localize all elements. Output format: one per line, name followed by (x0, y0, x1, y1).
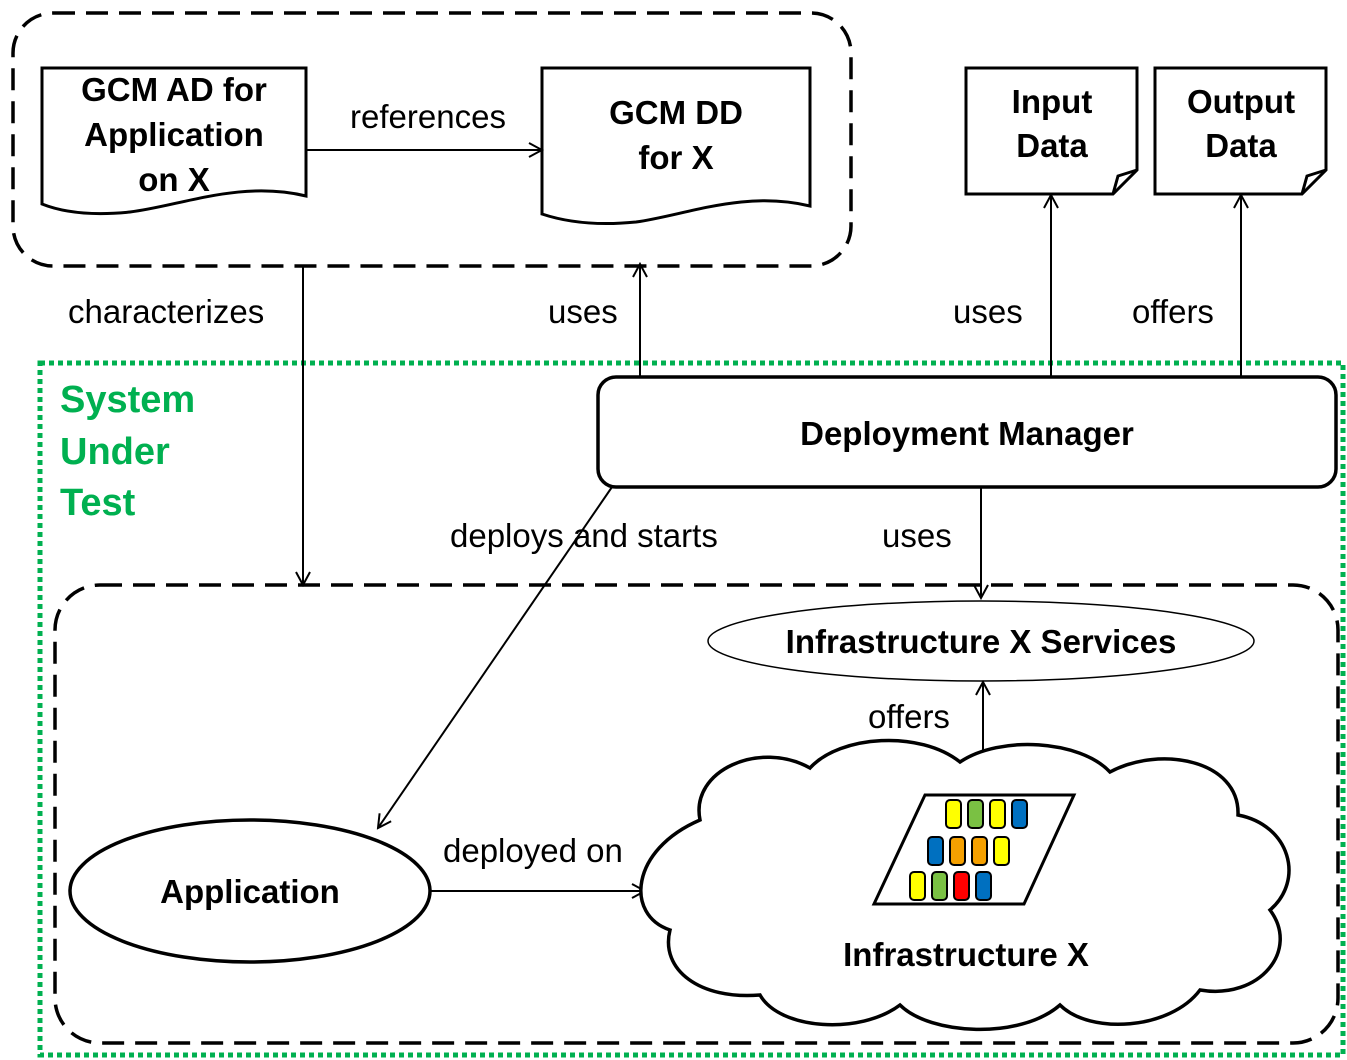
gcm-dd-line1: GCM DD (609, 94, 743, 131)
uses-services-label: uses (882, 517, 952, 554)
server-node-2-1 (931, 871, 948, 901)
runtime-group (53, 583, 1340, 1045)
application-label: Application (160, 873, 340, 910)
offers-output-label: offers (1132, 293, 1214, 330)
infrastructure-label: Infrastructure X (843, 936, 1089, 973)
server-node-1-2 (971, 836, 988, 866)
gcm-ad-line1: GCM AD for (81, 71, 267, 108)
server-node-2-0 (909, 871, 926, 901)
references-label: references (350, 98, 506, 135)
uses-dd-label: uses (548, 293, 618, 330)
server-node-0-2 (989, 799, 1006, 829)
characterizes-label: characterizes (68, 293, 264, 330)
server-node-2-3 (975, 871, 992, 901)
deployment-manager-box: Deployment Manager (596, 375, 1338, 489)
input-data-line1: Input (1012, 83, 1093, 120)
server-node-1-3 (993, 836, 1010, 866)
server-node-0-0 (945, 799, 962, 829)
server-node-0-3 (1011, 799, 1028, 829)
sut-label-1: System (60, 379, 195, 421)
input-data-line2: Data (1016, 127, 1088, 164)
gcm-dd-document: GCM DD for X (540, 66, 812, 226)
offers-services-label: offers (868, 698, 950, 735)
sut-boundary (37, 360, 1346, 1058)
deploys-and-starts-label: deploys and starts (450, 517, 718, 554)
server-rack-icon (871, 793, 1077, 906)
uses-input-label: uses (953, 293, 1023, 330)
output-data-document: Output Data (1153, 66, 1328, 196)
descriptor-group (11, 11, 853, 268)
gcm-dd-line2: for X (638, 139, 713, 176)
server-node-1-1 (949, 836, 966, 866)
deploys-and-starts-arrow (378, 486, 613, 828)
gcm-ad-line3: on X (138, 161, 210, 198)
application-ellipse: Application (68, 818, 432, 964)
server-node-2-2 (953, 871, 970, 901)
server-node-1-0 (927, 836, 944, 866)
input-data-document: Input Data (964, 66, 1139, 196)
sut-label-2: Under (60, 431, 170, 473)
sut-label-3: Test (60, 482, 136, 524)
output-data-line1: Output (1187, 83, 1295, 120)
infra-services-ellipse: Infrastructure X Services (707, 600, 1255, 682)
gcm-ad-document: GCM AD for Application on X (40, 66, 308, 216)
gcm-ad-line2: Application (84, 116, 264, 153)
output-data-line2: Data (1205, 127, 1277, 164)
server-node-0-1 (967, 799, 984, 829)
deployed-on-label: deployed on (443, 832, 623, 869)
infra-services-label: Infrastructure X Services (786, 623, 1177, 660)
deployment-manager-label: Deployment Manager (800, 415, 1134, 452)
